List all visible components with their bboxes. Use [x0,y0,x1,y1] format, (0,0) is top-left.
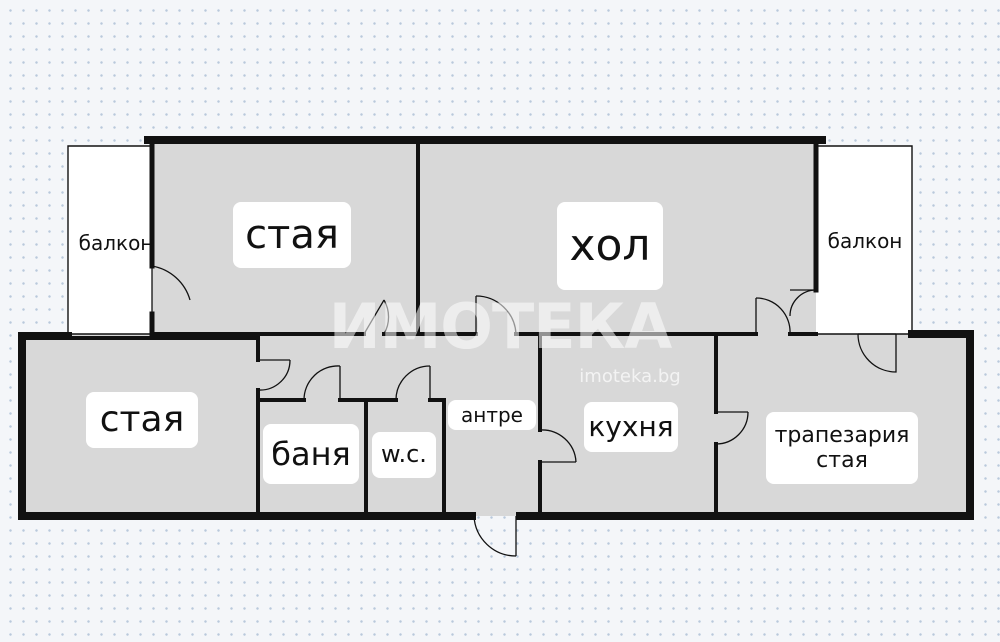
door-arc-balcony-left [151,265,191,301]
door-arc-entrance [473,515,517,557]
door-arc-dining [715,411,749,445]
door-leaf-room-top [363,299,385,335]
door-arc-room-top [383,299,390,335]
door-arc-hall [475,295,517,335]
label-room-top: стая [233,202,351,268]
label-bathroom: баня [263,424,359,484]
label-hall: хол [557,202,663,290]
balcony-left-area [68,146,152,334]
outer-wall-bottom-right [516,330,974,520]
label-dining-room: трапезария стая [766,412,918,484]
label-wc: w.c. [372,432,436,478]
watermark-site: imoteka.bg [579,366,681,387]
label-room-left: стая [86,392,198,448]
door-arc-balcony-right-a [789,289,817,317]
door-arc-room-left [257,359,291,391]
label-entrance: антре [448,400,536,430]
door-arc-bathroom [303,365,341,401]
outer-wall-bottom-left [18,332,476,520]
door-arc-balcony-right-b [857,333,897,373]
balcony-right-area [816,146,912,334]
door-arc-hall-right [755,297,791,335]
label-kitchen: кухня [584,402,678,452]
door-arc-kitchen [539,429,577,463]
door-arc-wc [395,365,431,401]
balcony-left-outline [67,145,152,335]
label-balcony-right: балкон [827,228,903,253]
label-balcony-left: балкон [78,230,154,255]
